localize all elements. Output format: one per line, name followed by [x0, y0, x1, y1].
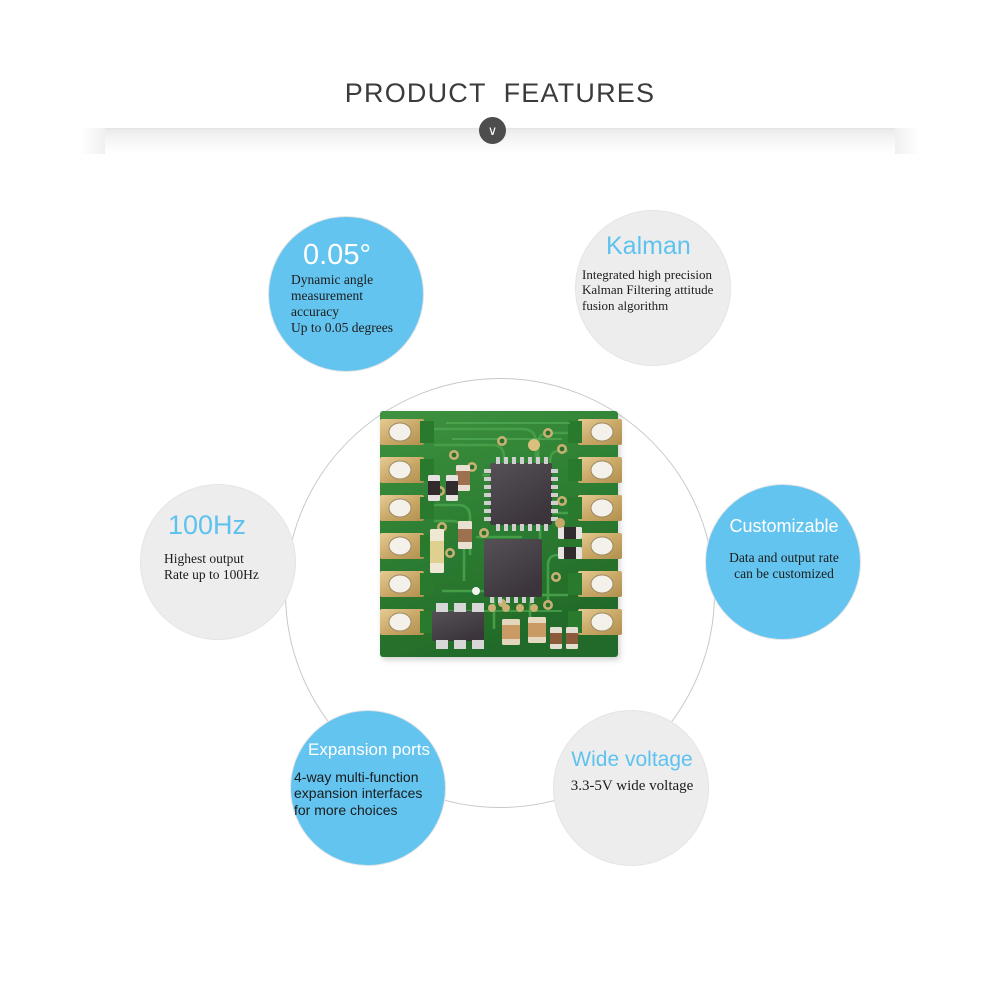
- page-header: PRODUCT FEATURES ∨: [0, 0, 1000, 160]
- feature-body-line: 4-way multi-function: [294, 768, 419, 785]
- chevron-down-icon[interactable]: ∨: [479, 117, 506, 144]
- chevron-down-glyph: ∨: [487, 122, 498, 138]
- feature-body-line: for more choices: [294, 802, 398, 819]
- feature-body-line: accuracy: [291, 304, 339, 319]
- feature-heading: Kalman: [606, 232, 691, 260]
- feature-heading: 0.05°: [303, 239, 372, 271]
- feature-content: Customizable Data and output rate can be…: [706, 485, 862, 641]
- feature-body-line: fusion algorithm: [582, 297, 669, 313]
- feature-body-line: Data and output rate: [729, 549, 839, 565]
- feature-content: 100Hz Highest output Rate up to 100Hz: [141, 485, 297, 641]
- feature-heading: Wide voltage: [571, 748, 693, 771]
- feature-heading: 100Hz: [168, 510, 247, 540]
- page-title: PRODUCT FEATURES: [344, 78, 656, 108]
- feature-body-line: expansion interfaces: [294, 785, 423, 802]
- feature-bubble-output-rate[interactable]: 100Hz Highest output Rate up to 100Hz: [140, 484, 296, 640]
- product-photo: [380, 411, 622, 657]
- feature-body: Integrated high precision Kalman Filteri…: [582, 267, 732, 313]
- feature-bubble-expansion-ports[interactable]: Expansion ports 4-way multi-function exp…: [290, 710, 446, 866]
- feature-body-line: Rate up to 100Hz: [164, 567, 259, 582]
- feature-body-line: Integrated high precision: [582, 267, 712, 282]
- feature-bubble-accuracy[interactable]: 0.05° Dynamic angle measurement accuracy…: [268, 216, 424, 372]
- feature-body: 3.3-5V wide voltage: [554, 778, 710, 796]
- feature-body-line: Up to 0.05 degrees: [291, 319, 393, 335]
- feature-body-line: Dynamic angle: [291, 272, 374, 288]
- feature-bubble-customizable[interactable]: Customizable Data and output rate can be…: [705, 484, 861, 640]
- feature-content: Wide voltage 3.3-5V wide voltage: [554, 711, 710, 867]
- feature-body: 4-way multi-function expansion interface…: [294, 769, 447, 819]
- feature-body: Data and output rate can be customized: [706, 550, 862, 582]
- feature-content: Kalman Integrated high precision Kalman …: [576, 211, 732, 367]
- feature-body-line: 3.3-5V wide voltage: [570, 777, 694, 794]
- feature-body-line: Highest output: [164, 551, 244, 567]
- feature-heading: Customizable: [729, 516, 839, 536]
- feature-body-line: measurement: [291, 288, 363, 304]
- feature-body: Highest output Rate up to 100Hz: [164, 551, 297, 583]
- feature-body-line: Kalman Filtering attitude: [582, 282, 714, 298]
- features-diagram: 0.05° Dynamic angle measurement accuracy…: [0, 150, 1000, 930]
- feature-heading: Expansion ports: [308, 740, 430, 759]
- feature-body-line: can be customized: [734, 565, 834, 581]
- feature-bubble-wide-voltage[interactable]: Wide voltage 3.3-5V wide voltage: [553, 710, 709, 866]
- feature-content: 0.05° Dynamic angle measurement accuracy…: [269, 217, 425, 373]
- feature-bubble-kalman[interactable]: Kalman Integrated high precision Kalman …: [575, 210, 731, 366]
- feature-body: Dynamic angle measurement accuracy Up to…: [291, 272, 425, 336]
- feature-content: Expansion ports 4-way multi-function exp…: [291, 711, 447, 867]
